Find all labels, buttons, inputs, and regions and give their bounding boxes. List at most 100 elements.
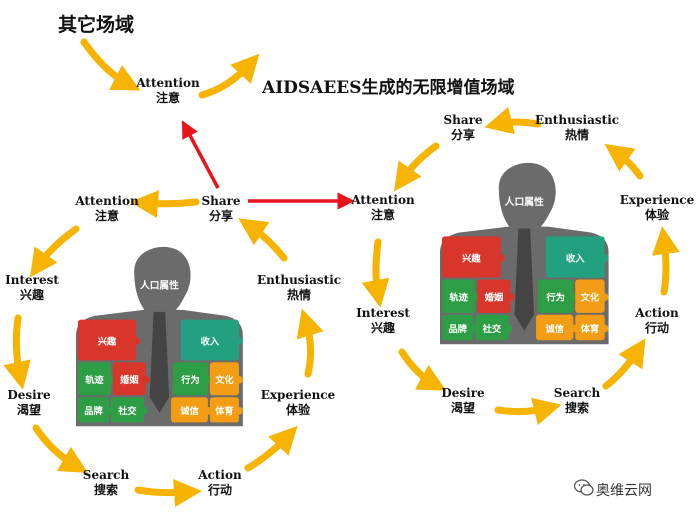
puzzle-knob <box>569 293 578 302</box>
puzzle-knob <box>235 337 243 345</box>
head-silhouette <box>134 246 191 312</box>
puzzle-piece <box>538 279 574 313</box>
puzzle-label: 轨迹 <box>85 374 104 386</box>
cycle-arrow <box>3 314 31 390</box>
puzzle-piece <box>77 397 109 423</box>
head-silhouette <box>498 162 556 229</box>
puzzle-piece <box>110 397 144 423</box>
puzzle-label: 兴趣 <box>98 335 117 347</box>
link-arrows <box>181 120 355 210</box>
puzzle-label: 婚姻 <box>120 374 138 386</box>
puzzle-label: 收入 <box>566 252 585 264</box>
puzzle-piece <box>77 362 111 396</box>
puzzle-piece <box>171 397 208 423</box>
puzzle-label: 体育 <box>581 323 600 335</box>
cycle-arrow <box>602 338 646 390</box>
cycle-arrow <box>484 107 542 135</box>
puzzle-piece <box>575 279 605 313</box>
puzzle-knob <box>235 375 243 384</box>
puzzle-label: 诚信 <box>545 323 564 335</box>
cycle-arrow <box>29 225 80 278</box>
watermark: 奥维云网 <box>596 483 652 499</box>
puzzle-label: 兴趣 <box>462 252 481 264</box>
puzzle-knob <box>600 254 609 262</box>
cycle-arrow <box>296 308 324 378</box>
puzzle-label: 行为 <box>180 374 199 386</box>
cycle-arrow <box>361 238 390 308</box>
puzzle-piece <box>77 319 137 361</box>
puzzle-piece <box>441 236 501 278</box>
puzzle-knob <box>600 324 609 333</box>
wechat-icon <box>574 479 594 496</box>
puzzle-knob <box>569 324 578 333</box>
cycle-arrow <box>80 38 141 91</box>
puzzle-label: 品牌 <box>84 405 102 417</box>
head-label: 人口属性 <box>505 195 544 208</box>
cycle-arrow <box>32 424 89 474</box>
puzzle-knob <box>600 293 609 302</box>
cycle-arrow <box>238 218 288 262</box>
puzzle-piece <box>180 319 239 361</box>
puzzle-label: 诚信 <box>180 405 198 417</box>
puzzle-knob <box>469 324 478 333</box>
cycle-arrow <box>604 143 644 180</box>
cycle-arrow <box>244 425 298 472</box>
puzzle-piece <box>112 362 146 396</box>
puzzle-knob <box>496 254 505 262</box>
puzzle-knob <box>235 406 243 415</box>
cycle-arrow <box>398 348 447 391</box>
puzzle-piece <box>209 397 239 423</box>
puzzle-piece <box>545 236 605 278</box>
title-other-fields: 其它场域 <box>58 14 135 36</box>
cycle-arrows <box>3 38 680 507</box>
puzzle-label: 社交 <box>117 405 137 417</box>
cycle-arrow <box>651 226 680 296</box>
puzzle-knob <box>471 293 480 302</box>
puzzle-piece <box>173 362 208 396</box>
puzzle-piece <box>575 314 605 341</box>
puzzle-label: 婚姻 <box>485 292 504 304</box>
puzzle-piece <box>536 314 574 341</box>
puzzle-label: 体育 <box>215 405 233 417</box>
puzzle-knob <box>141 375 150 384</box>
puzzle-piece <box>475 314 509 341</box>
share-to-other-field-arrow <box>181 120 220 189</box>
puzzle-label: 轨迹 <box>449 292 468 304</box>
puzzle-label: 社交 <box>482 323 502 335</box>
puzzle-label: 文化 <box>580 292 600 304</box>
puzzle-knob <box>105 406 113 415</box>
puzzle-knob <box>504 324 513 333</box>
puzzle-piece <box>441 314 474 341</box>
puzzle-knob <box>140 406 148 415</box>
cycle-arrow <box>130 190 200 219</box>
puzzle-label: 收入 <box>201 335 220 347</box>
cycle-arrow <box>198 53 260 99</box>
head-label: 人口属性 <box>140 279 179 292</box>
puzzle-label: 行为 <box>545 292 565 304</box>
persona-figure-right: 人口属性兴趣收入轨迹婚姻行为文化品牌社交诚信体育 <box>440 162 609 345</box>
puzzle-piece <box>209 362 239 396</box>
tie <box>514 228 535 331</box>
cycle-arrow <box>134 479 202 507</box>
tie <box>149 311 170 413</box>
cycle-arrow <box>494 397 562 425</box>
puzzle-label: 文化 <box>214 374 234 386</box>
